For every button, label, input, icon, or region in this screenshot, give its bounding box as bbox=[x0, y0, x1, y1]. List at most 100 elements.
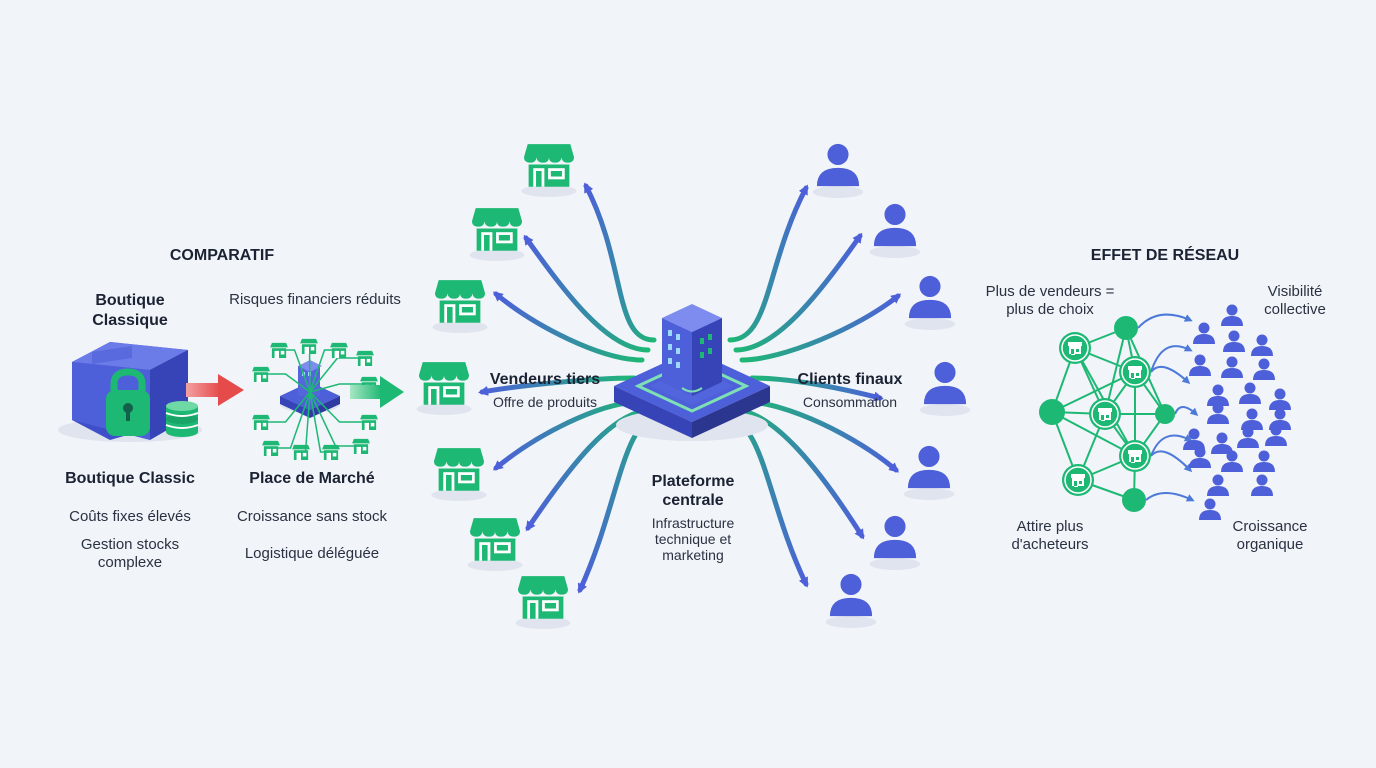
sellers-subtitle: Offre de produits bbox=[492, 394, 598, 410]
buyer-person-icon bbox=[1265, 424, 1287, 446]
client-person-icons bbox=[812, 143, 971, 628]
client-person-icon bbox=[869, 515, 921, 570]
network-node bbox=[1039, 399, 1065, 425]
client-connection-arrow bbox=[727, 184, 809, 343]
clients-subtitle: Consommation bbox=[802, 394, 898, 410]
classic-name: Boutique Classic bbox=[65, 470, 195, 487]
network-arrow bbox=[1150, 450, 1193, 473]
buyer-person-icon bbox=[1269, 388, 1291, 410]
client-connection-arrow bbox=[731, 407, 865, 540]
buyer-person-icon bbox=[1251, 474, 1273, 496]
buyer-person-icon bbox=[1207, 474, 1229, 496]
shop-icon bbox=[515, 576, 571, 629]
marketplace-point-2: Logistique déléguée bbox=[244, 545, 380, 562]
mini-shop-icon bbox=[252, 414, 270, 430]
network-arrow bbox=[1150, 365, 1191, 385]
network-label-more-sellers: Plus de vendeurs = plus de choix bbox=[985, 283, 1115, 318]
shop-icon bbox=[431, 448, 487, 501]
mini-shop-icon bbox=[292, 444, 310, 460]
buyer-person-icon bbox=[1211, 432, 1233, 454]
mini-connector bbox=[309, 383, 369, 393]
network-shop-node bbox=[1119, 440, 1151, 472]
database-icon bbox=[165, 401, 199, 437]
classic-point-1: Coûts fixes élevés bbox=[69, 508, 191, 525]
buyer-person-icon bbox=[1241, 408, 1263, 430]
client-person-icon bbox=[825, 573, 877, 628]
classic-store-illustration bbox=[58, 342, 202, 442]
buyer-person-icon bbox=[1253, 358, 1275, 380]
network-shop-node bbox=[1119, 356, 1151, 388]
buyer-person-icon bbox=[1239, 382, 1261, 404]
client-person-icon bbox=[869, 203, 921, 258]
comparatif-title: COMPARATIF bbox=[169, 247, 275, 264]
mini-shop-icon bbox=[352, 438, 370, 454]
clients-title: Clients finaux bbox=[797, 371, 903, 388]
buyer-person-icon bbox=[1199, 498, 1221, 520]
buyer-person-icon bbox=[1253, 450, 1275, 472]
network-label-more-buyers: Attire plus d'acheteurs bbox=[1011, 518, 1089, 553]
shop-icon bbox=[467, 518, 523, 571]
classic-point-2: Gestion stocks complexe bbox=[80, 536, 180, 571]
buyer-person-icon bbox=[1207, 384, 1229, 406]
transition-arrow-green bbox=[350, 376, 404, 408]
shop-icon bbox=[521, 144, 577, 197]
buyer-person-icon bbox=[1207, 402, 1229, 424]
network-node bbox=[1114, 316, 1138, 340]
mini-shop-icon bbox=[300, 338, 318, 354]
seller-shop-icons bbox=[416, 144, 577, 629]
mini-connector bbox=[261, 373, 311, 393]
network-arrow bbox=[1174, 406, 1199, 417]
classic-top-label: Boutique Classique bbox=[92, 292, 168, 329]
mini-connector bbox=[309, 357, 365, 393]
marketplace-point-1: Croissance sans stock bbox=[236, 508, 388, 525]
seller-connection-arrow bbox=[583, 182, 657, 343]
network-nodes bbox=[1039, 316, 1175, 512]
mini-shop-icon bbox=[360, 414, 378, 430]
mini-connector bbox=[309, 391, 369, 423]
buyer-person-icon bbox=[1193, 322, 1215, 344]
network-arrow bbox=[1137, 313, 1193, 329]
client-connection-arrow bbox=[739, 293, 902, 363]
platform-title: Plateforme centrale bbox=[651, 473, 735, 509]
network-label-growth: Croissance organique bbox=[1232, 518, 1308, 553]
network-buyers-crowd bbox=[1183, 304, 1291, 520]
client-person-icon bbox=[812, 143, 864, 198]
buyer-person-icon bbox=[1221, 450, 1243, 472]
shop-icon bbox=[469, 208, 525, 261]
network-arrow bbox=[1150, 344, 1193, 373]
buyer-person-icon bbox=[1221, 356, 1243, 378]
lock-icon bbox=[106, 368, 150, 436]
buyer-person-icon bbox=[1237, 426, 1259, 448]
marketplace-top-label: Risques financiers réduits bbox=[229, 291, 401, 308]
buyer-person-icon bbox=[1251, 334, 1273, 356]
mini-shop-icon bbox=[262, 440, 280, 456]
client-person-icon bbox=[903, 445, 955, 500]
network-shop-node bbox=[1059, 332, 1091, 364]
platform-illustration bbox=[614, 304, 770, 441]
network-arrow bbox=[1150, 434, 1193, 457]
seller-connection-arrow bbox=[478, 375, 637, 396]
network-shop-node bbox=[1062, 464, 1094, 496]
client-person-icon bbox=[904, 275, 956, 330]
seller-connection-arrow bbox=[492, 399, 643, 471]
network-arrow bbox=[1145, 492, 1195, 502]
network-node bbox=[1122, 488, 1146, 512]
buyer-person-icon bbox=[1221, 304, 1243, 326]
shop-icon bbox=[416, 362, 472, 415]
network-shop-node bbox=[1089, 398, 1121, 430]
mini-shop-icon bbox=[322, 444, 340, 460]
client-connection-arrow bbox=[749, 375, 884, 402]
client-person-icon bbox=[919, 361, 971, 416]
marketplace-name: Place de Marché bbox=[249, 470, 375, 487]
shop-icon bbox=[432, 280, 488, 333]
network-title: EFFET DE RÉSEAU bbox=[1090, 247, 1240, 264]
mini-shop-icon bbox=[356, 350, 374, 366]
mini-shop-icon bbox=[330, 342, 348, 358]
seller-connection-arrow bbox=[492, 291, 645, 363]
mini-connector bbox=[261, 391, 311, 423]
buyer-person-icon bbox=[1223, 330, 1245, 352]
network-arrows bbox=[1137, 313, 1199, 502]
sellers-title: Vendeurs tiers bbox=[489, 371, 601, 388]
network-label-visibility: Visibilité collective bbox=[1264, 283, 1326, 318]
